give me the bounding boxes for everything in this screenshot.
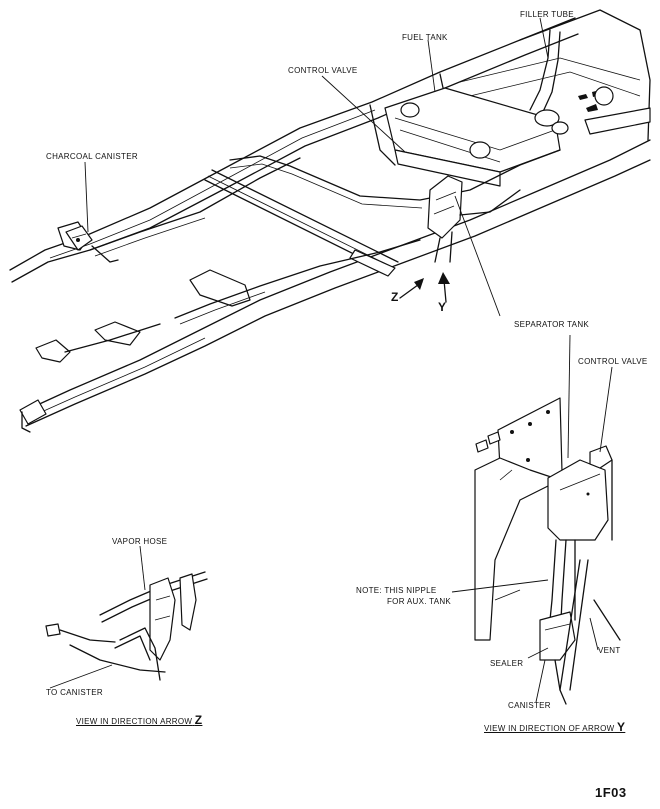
caption-view-y-text: VIEW IN DIRECTION OF ARROW bbox=[484, 724, 615, 733]
label-control-valve-top: CONTROL VALVE bbox=[288, 66, 358, 75]
label-vapor-hose: VAPOR HOSE bbox=[112, 537, 168, 546]
label-separator-tank: SEPARATOR TANK bbox=[514, 320, 590, 329]
label-arrow-y: Y bbox=[438, 300, 447, 314]
label-note-line1: NOTE: THIS NIPPLE bbox=[356, 586, 437, 595]
caption-view-z-text: VIEW IN DIRECTION ARROW bbox=[76, 717, 193, 726]
vapor-lines bbox=[64, 149, 561, 353]
caption-view-y-letter: Y bbox=[617, 720, 626, 734]
label-arrow-z: Z bbox=[391, 290, 399, 304]
label-note-line2: FOR AUX. TANK bbox=[387, 597, 452, 606]
caption-view-z-letter: Z bbox=[194, 713, 203, 727]
figure-id: 1F03 bbox=[595, 785, 627, 800]
caption-view-z: VIEW IN DIRECTION ARROW Z bbox=[76, 713, 203, 727]
label-vent: VENT bbox=[598, 646, 621, 655]
filler-tube bbox=[529, 29, 569, 135]
label-canister: CANISTER bbox=[508, 701, 551, 710]
leader-lines-main bbox=[84, 17, 549, 317]
label-sealer: SEALER bbox=[490, 659, 524, 668]
label-to-canister: TO CANISTER bbox=[46, 688, 103, 697]
label-charcoal-canister: CHARCOAL CANISTER bbox=[46, 152, 138, 161]
detail-view-y bbox=[451, 334, 621, 705]
view-arrows bbox=[399, 272, 450, 303]
label-fuel-tank: FUEL TANK bbox=[402, 33, 448, 42]
detail-view-z bbox=[45, 545, 208, 689]
separator-tank-frame bbox=[427, 175, 521, 263]
label-filler-tube: FILLER TUBE bbox=[520, 10, 574, 19]
label-control-valve-detail: CONTROL VALVE bbox=[578, 357, 648, 366]
fuel-tank bbox=[384, 87, 561, 187]
charcoal-canister-frame bbox=[65, 225, 119, 263]
caption-view-y: VIEW IN DIRECTION OF ARROW Y bbox=[484, 720, 626, 734]
